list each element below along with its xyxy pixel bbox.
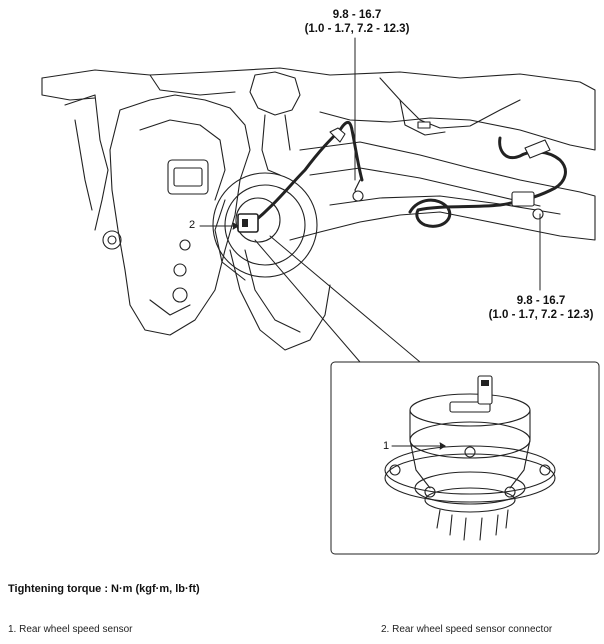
torque-top-value: 9.8 - 16.7 [332,9,382,21]
torque-top-units: (1.0 - 1.7, 7.2 - 12.3) [304,23,410,35]
subframe-outline [41,67,596,151]
torque-right-value: 9.8 - 16.7 [516,295,566,307]
rear-suspension-illustration [41,37,600,555]
tightening-torque-caption: Tightening torque : N·m (kgf·m, lb·ft) [8,583,200,595]
torque-callout-top: 9.8 - 16.7 (1.0 - 1.7, 7.2 - 12.3) [292,8,422,36]
hub-housing [212,172,318,278]
torque-right-units: (1.0 - 1.7, 7.2 - 12.3) [488,309,594,321]
torque-callout-right: 9.8 - 16.7 (1.0 - 1.7, 7.2 - 12.3) [476,294,604,322]
lower-arm [289,141,596,241]
hub-bearing-graphic [384,375,556,541]
knuckle [109,94,251,336]
legend-item-1: 1. Rear wheel speed sensor [8,624,133,635]
brake-disc [229,249,331,351]
legend-item-2: 2. Rear wheel speed sensor connector [381,624,553,635]
sensor-harness [248,121,364,227]
part-callout-1: 1 [383,440,390,452]
part-callout-2: 2 [189,219,196,231]
